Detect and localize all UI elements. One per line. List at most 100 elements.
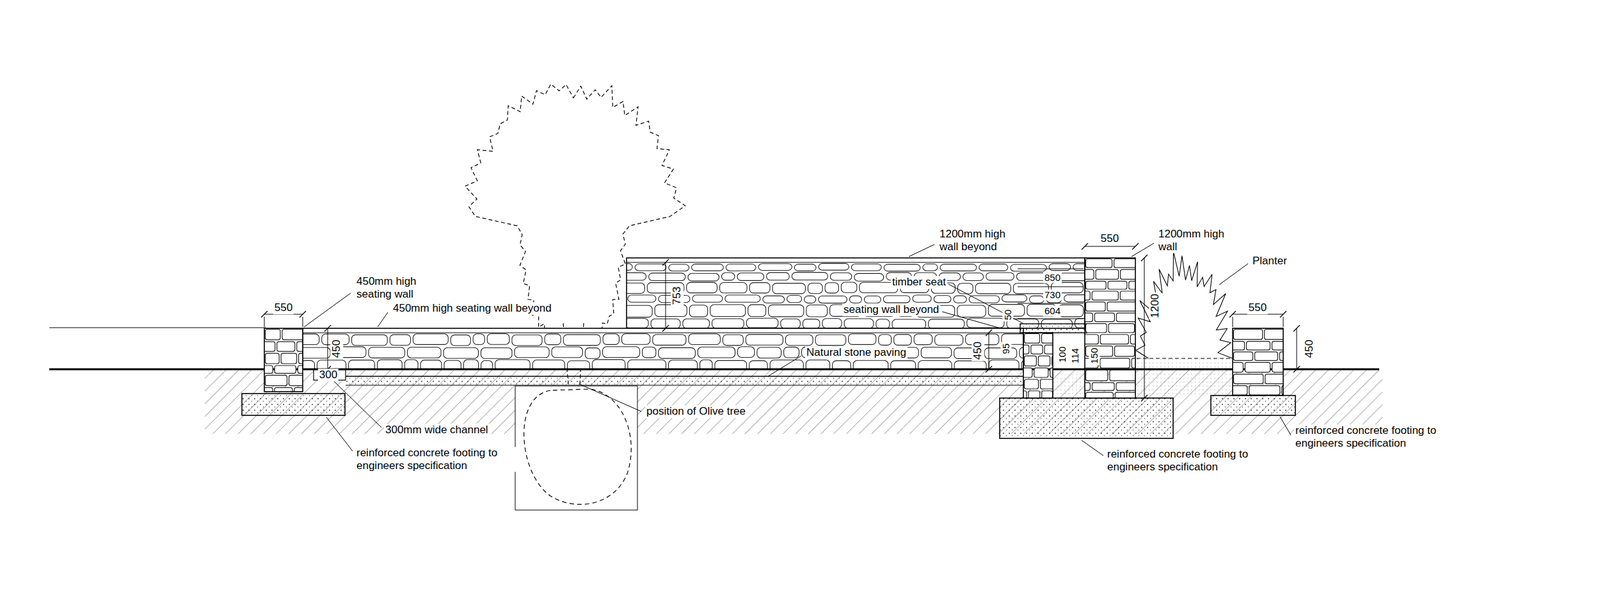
stone <box>1086 280 1107 290</box>
stone <box>848 334 877 345</box>
annotation-label: timber seat <box>890 275 948 289</box>
left-pier <box>264 329 303 393</box>
stone <box>351 334 388 346</box>
stone <box>711 318 744 329</box>
stone <box>832 360 852 370</box>
seat-pier <box>1023 332 1053 399</box>
dimension-line <box>1017 268 1084 270</box>
stone <box>626 282 645 294</box>
stone <box>642 346 656 358</box>
dimension-line <box>988 332 990 370</box>
stone <box>805 359 830 370</box>
stone <box>1034 368 1049 378</box>
stone <box>975 283 1011 294</box>
stone <box>920 346 952 358</box>
stone <box>1028 391 1040 399</box>
stone <box>1265 374 1284 384</box>
annotation-label: 450mm high seating wall beyond <box>391 302 553 315</box>
stone <box>933 295 952 303</box>
stone <box>890 360 916 370</box>
annotation-label: seating wall beyond <box>842 303 941 317</box>
stone <box>691 264 724 272</box>
stone <box>294 387 303 392</box>
stone <box>1131 358 1136 368</box>
stone <box>1107 302 1136 312</box>
dimension-label: 50 <box>1002 308 1014 322</box>
stone <box>1120 291 1136 301</box>
stone <box>913 334 933 345</box>
stone <box>780 318 801 329</box>
stone <box>746 318 779 328</box>
stone <box>621 334 650 345</box>
dimension-label: 450 <box>971 340 985 361</box>
stone <box>940 264 977 272</box>
stone <box>264 341 276 352</box>
line <box>1232 316 1234 328</box>
dimension-label: 300 <box>318 368 339 382</box>
stone <box>1271 341 1284 351</box>
stone <box>1091 382 1115 391</box>
dimension-line <box>1296 328 1298 370</box>
stone <box>1084 334 1099 345</box>
stone <box>668 264 690 272</box>
leader-line <box>334 381 382 428</box>
annotation-label: Planter <box>1251 254 1289 268</box>
leader-line <box>768 355 802 377</box>
stone <box>725 295 761 303</box>
stone <box>772 283 806 294</box>
leader-line <box>579 384 642 412</box>
leader-line <box>1081 440 1104 456</box>
dimension-line <box>665 262 667 329</box>
stone <box>968 295 1000 303</box>
stone <box>822 318 842 329</box>
stone <box>830 272 852 281</box>
leader-line <box>304 293 351 328</box>
dimension-tick <box>324 325 331 332</box>
stone <box>297 365 303 374</box>
stone <box>626 318 649 329</box>
right-pier <box>1232 328 1284 396</box>
dimension-label: 550 <box>1247 301 1268 315</box>
stone <box>1279 352 1284 361</box>
dimension-tick <box>985 329 992 336</box>
stone <box>463 359 479 370</box>
stone <box>1086 259 1113 269</box>
stone <box>762 295 785 303</box>
stone <box>794 264 816 272</box>
stone <box>1048 263 1071 271</box>
stone <box>1041 391 1053 399</box>
dimension-tick <box>1132 243 1139 250</box>
stone <box>853 360 889 370</box>
dimension-line <box>1017 286 1084 288</box>
stone <box>749 360 768 370</box>
stone <box>634 264 667 272</box>
stone <box>444 360 461 370</box>
stone <box>495 359 531 370</box>
annotation-label: 300mm wide channel <box>384 423 490 437</box>
annotation-label: 1200mm high wall <box>1157 227 1237 253</box>
stone <box>1041 334 1053 344</box>
stone <box>420 360 442 370</box>
stone <box>1120 269 1136 280</box>
stone <box>652 334 687 346</box>
stone <box>1114 259 1136 269</box>
stone <box>988 359 1019 370</box>
stone <box>1023 344 1030 354</box>
dimension-tick <box>1293 366 1300 373</box>
stone <box>892 319 927 329</box>
footing <box>999 398 1174 439</box>
stone <box>688 273 720 281</box>
stone <box>1091 291 1119 301</box>
stone <box>443 347 479 359</box>
coping-line <box>302 332 1024 334</box>
stone <box>692 295 723 303</box>
stone <box>912 295 932 303</box>
paving-bed <box>345 376 1024 386</box>
stone <box>1084 291 1090 301</box>
dimension-label: 450 <box>330 338 344 360</box>
stone <box>894 334 912 346</box>
stone <box>668 360 698 370</box>
stone <box>979 264 1008 272</box>
stone <box>472 334 485 345</box>
stone <box>1232 341 1245 351</box>
